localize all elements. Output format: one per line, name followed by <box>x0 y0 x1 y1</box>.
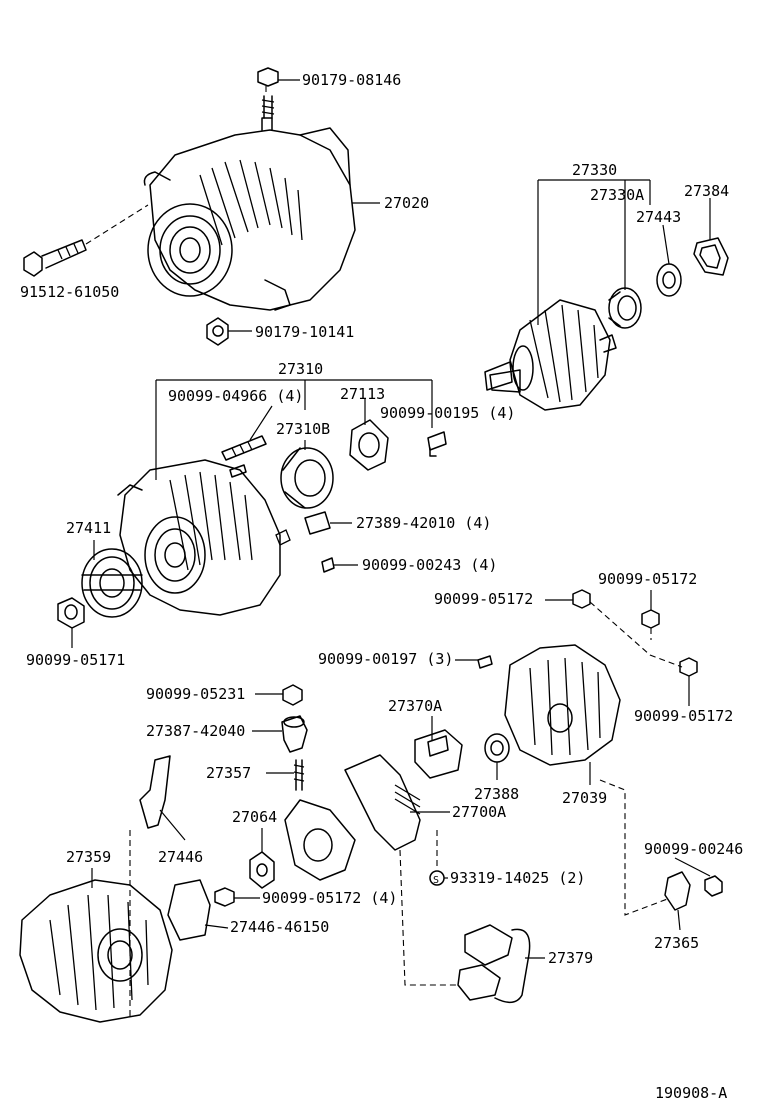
bearing-27330A[interactable] <box>608 287 642 329</box>
nut-90099-05172-b[interactable] <box>641 609 660 629</box>
label-27379[interactable]: 27379 <box>548 949 593 967</box>
bearing-27310B[interactable] <box>280 447 334 509</box>
screw-90099-00246[interactable] <box>704 875 723 897</box>
label-27064[interactable]: 27064 <box>232 808 277 826</box>
spacer-27389-42010[interactable] <box>304 511 331 535</box>
label-27365[interactable]: 27365 <box>654 934 699 952</box>
pulley-27411[interactable] <box>81 548 143 618</box>
connector-harness-27379[interactable] <box>457 924 531 1004</box>
label-90099-05171[interactable]: 90099-05171 <box>26 651 125 669</box>
label-90099-00246[interactable]: 90099-00246 <box>644 840 743 858</box>
retainer-27443[interactable] <box>656 263 682 297</box>
label-90099-05172-b[interactable]: 90099-05172 <box>434 590 533 608</box>
label-90179-08146[interactable]: 90179-08146 <box>302 71 401 89</box>
insulator-27388[interactable] <box>484 733 510 763</box>
label-27357[interactable]: 27357 <box>206 764 251 782</box>
leader-lines <box>71 79 711 959</box>
drive-end-frame-27310[interactable] <box>117 459 281 616</box>
washer-s-marker: S <box>433 875 439 886</box>
label-27330A[interactable]: 27330A <box>590 186 644 204</box>
label-27388[interactable]: 27388 <box>474 785 519 803</box>
nut-90179-10141[interactable] <box>206 317 229 346</box>
nut-90099-05172-a[interactable] <box>572 589 591 609</box>
label-27387-42040[interactable]: 27387-42040 <box>146 722 245 740</box>
label-27411[interactable]: 27411 <box>66 519 111 537</box>
assembly-dashed-lines <box>85 86 683 1020</box>
plate-27446-46150[interactable] <box>167 879 211 941</box>
insulator-27064[interactable] <box>249 851 275 889</box>
label-27113[interactable]: 27113 <box>340 385 385 403</box>
label-90099-00195[interactable]: 90099-00195 (4) <box>380 404 515 422</box>
terminal-insulator-27370A[interactable] <box>414 729 463 779</box>
label-27700A[interactable]: 27700A <box>452 803 506 821</box>
cap-27387-42040[interactable] <box>281 715 308 753</box>
screw-90099-00197[interactable] <box>477 655 493 669</box>
label-90179-10141[interactable]: 90179-10141 <box>255 323 354 341</box>
footer-diagram-code: 190908-A <box>655 1084 727 1102</box>
bolt-91512-61050[interactable] <box>23 239 87 277</box>
screw-90099-00195[interactable] <box>427 431 447 457</box>
label-27389-42010[interactable]: 27389-42010 (4) <box>356 514 491 532</box>
label-27370A[interactable]: 27370A <box>388 697 442 715</box>
label-27446-46150[interactable]: 27446-46150 <box>230 918 329 936</box>
label-90099-05231[interactable]: 90099-05231 <box>146 685 245 703</box>
rectifier-holder[interactable] <box>284 799 356 881</box>
label-27020[interactable]: 27020 <box>384 194 429 212</box>
label-27443[interactable]: 27443 <box>636 208 681 226</box>
label-93319-14025[interactable]: 93319-14025 (2) <box>450 869 585 887</box>
alternator-assembly-27020[interactable] <box>143 117 356 311</box>
plate-27113[interactable] <box>349 419 389 471</box>
rotor-27330[interactable] <box>484 299 617 411</box>
label-27359[interactable]: 27359 <box>66 848 111 866</box>
label-90099-04966[interactable]: 90099-04966 (4) <box>168 387 303 405</box>
label-27310B[interactable]: 27310B <box>276 420 330 438</box>
label-27310[interactable]: 27310 <box>278 360 323 378</box>
bracket-27446[interactable] <box>139 755 171 829</box>
label-90099-00197[interactable]: 90099-00197 (3) <box>318 650 453 668</box>
nut-90099-05172-c[interactable] <box>679 657 698 677</box>
nut-90099-05172-4[interactable] <box>214 887 235 907</box>
label-91512-61050[interactable]: 91512-61050 <box>20 283 119 301</box>
screw-90099-00243[interactable] <box>275 529 335 573</box>
label-27330[interactable]: 27330 <box>572 161 617 179</box>
label-90099-00243[interactable]: 90099-00243 (4) <box>362 556 497 574</box>
stud-27357[interactable] <box>293 759 305 791</box>
cover-27365[interactable] <box>664 871 691 911</box>
part-number-labels: 90179-08146 27020 91512-61050 90179-1014… <box>20 71 743 1102</box>
nut-90099-05171[interactable] <box>57 597 85 629</box>
ring-27384[interactable] <box>693 237 729 276</box>
label-90099-05172-a[interactable]: 90099-05172 <box>598 570 697 588</box>
nut-90179-08146[interactable] <box>257 67 279 119</box>
label-27384[interactable]: 27384 <box>684 182 729 200</box>
nut-90099-05231[interactable] <box>282 684 303 706</box>
label-27039[interactable]: 27039 <box>562 789 607 807</box>
rear-frame-27359[interactable] <box>19 879 173 1023</box>
label-90099-05172-4[interactable]: 90099-05172 (4) <box>262 889 397 907</box>
regulator-27700A[interactable] <box>344 754 421 851</box>
label-27446[interactable]: 27446 <box>158 848 203 866</box>
stud-bolt-90099-04966[interactable] <box>221 435 267 478</box>
rear-end-cover-27039[interactable] <box>504 644 621 766</box>
label-90099-05172-c[interactable]: 90099-05172 <box>634 707 733 725</box>
